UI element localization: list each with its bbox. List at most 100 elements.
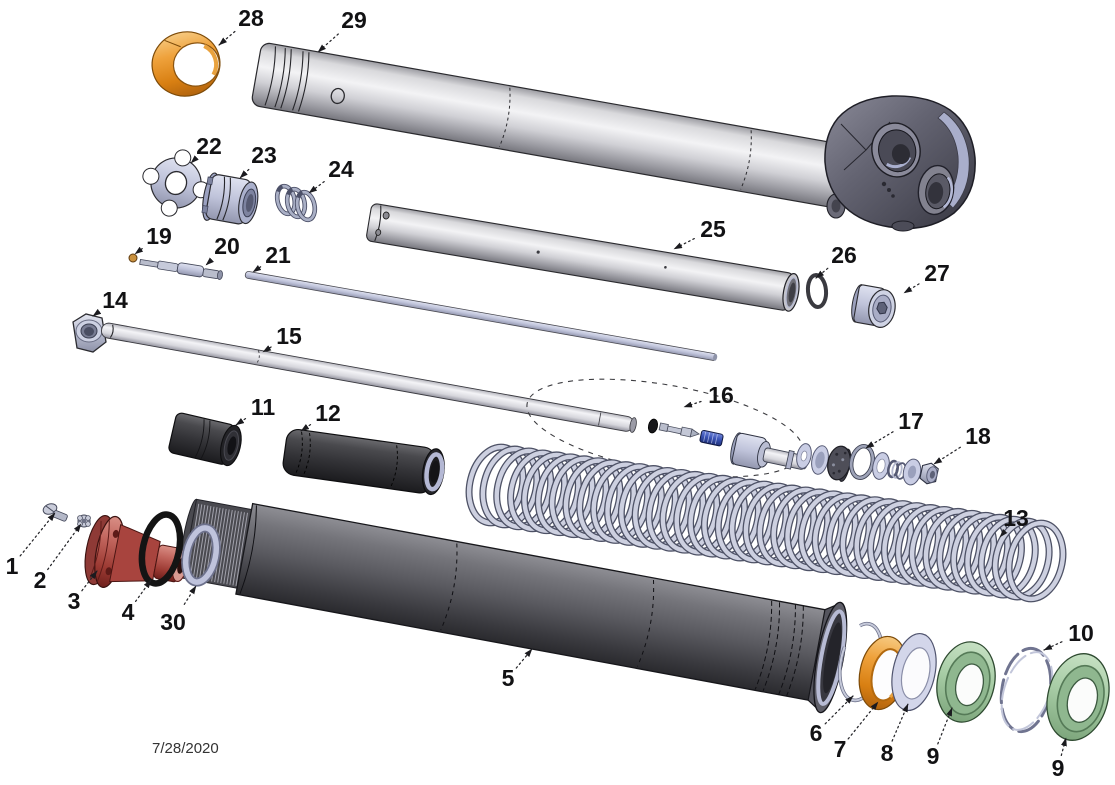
part-13-spring — [465, 443, 1067, 603]
leader-line — [134, 246, 144, 255]
part-number-label: 19 — [146, 223, 172, 249]
leader-line — [308, 180, 325, 194]
leader-line — [1060, 737, 1067, 757]
part-number-label: 21 — [265, 242, 291, 268]
part-29-axle-casting — [824, 95, 976, 232]
part-number-label: 13 — [1003, 505, 1029, 531]
callout-11: 11 — [235, 394, 276, 426]
leader-line — [999, 528, 1008, 538]
part-11-bumper — [168, 412, 242, 467]
callout-5: 5 — [502, 648, 533, 691]
callout-2: 2 — [34, 523, 82, 593]
callout-6: 6 — [810, 695, 854, 746]
rebound-piston-body — [730, 432, 809, 470]
part-9-dust-seal — [1046, 653, 1110, 741]
part-14-jam-nut — [72, 313, 107, 353]
callout-9: 9 — [1052, 737, 1067, 781]
part-number-label: 15 — [276, 323, 302, 349]
callout-3: 3 — [68, 570, 98, 614]
callout-22: 22 — [190, 133, 222, 164]
leader-line — [300, 423, 312, 432]
part-number-label: 5 — [502, 665, 515, 691]
part-17-piston-stack — [796, 443, 922, 486]
callout-7: 7 — [834, 701, 879, 762]
part-number-label: 2 — [34, 567, 47, 593]
callout-27: 27 — [903, 260, 950, 294]
part-number-label: 12 — [315, 400, 341, 426]
part-number-label: 20 — [214, 233, 240, 259]
callout-25: 25 — [673, 216, 726, 250]
part-19-pin — [128, 253, 138, 263]
leader-line — [673, 237, 695, 250]
part-4-oring — [138, 511, 184, 587]
callout-23: 23 — [239, 142, 277, 179]
part-18-shaft-nut — [919, 462, 939, 485]
part-9-oil-seal — [936, 641, 996, 723]
leader-line — [19, 512, 56, 557]
part-8-backup-washer — [891, 633, 937, 711]
axle-bore — [917, 164, 955, 216]
leader-line — [903, 283, 920, 294]
date-label: 7/28/2020 — [152, 740, 219, 757]
part-number-label: 27 — [924, 260, 950, 286]
leader-line — [205, 257, 214, 266]
callout-24: 24 — [308, 156, 354, 194]
part-number-label: 26 — [831, 242, 857, 268]
part-29-upper-tube — [251, 42, 858, 210]
part-number-label: 9 — [927, 743, 940, 769]
leader-line — [865, 431, 894, 449]
callout-21: 21 — [252, 242, 291, 273]
part-23-top-cap — [201, 172, 259, 225]
part-number-label: 10 — [1068, 620, 1094, 646]
leader-line — [1043, 641, 1063, 651]
callout-14: 14 — [92, 287, 128, 317]
callout-16: 16 — [683, 382, 734, 408]
part-number-label: 6 — [810, 720, 823, 746]
callout-20: 20 — [205, 233, 240, 266]
part-24-wave-washers — [274, 183, 318, 223]
callout-29: 29 — [317, 7, 367, 53]
leader-line — [683, 400, 702, 408]
callout-1: 1 — [6, 512, 56, 579]
part-number-label: 22 — [196, 133, 222, 159]
leader-line — [262, 345, 272, 353]
callout-10: 10 — [1043, 620, 1094, 651]
leader-line — [218, 30, 236, 46]
leader-line — [235, 417, 247, 426]
leader-line — [190, 155, 199, 164]
part-27-base-cap — [851, 284, 896, 328]
part-number-label: 11 — [251, 394, 276, 420]
part-1-screw — [42, 503, 68, 522]
leader-line — [891, 703, 909, 742]
leader-line — [933, 446, 961, 465]
part-number-label: 18 — [965, 423, 991, 449]
callout-18: 18 — [933, 423, 991, 465]
part-number-label: 23 — [251, 142, 277, 168]
leader-line — [47, 523, 82, 571]
part-20-push-rod — [139, 258, 223, 280]
leader-line — [81, 570, 98, 592]
callout-8: 8 — [881, 703, 909, 766]
leader-line — [824, 695, 854, 725]
small-oring — [647, 418, 659, 434]
part-22-stop-plate — [142, 149, 210, 217]
leader-line — [92, 308, 102, 317]
leader-line — [515, 648, 533, 669]
leader-line — [252, 265, 262, 273]
callout-28: 28 — [218, 5, 264, 46]
steerer-bore — [871, 122, 921, 178]
callout-13: 13 — [999, 505, 1029, 538]
part-28-bushing — [151, 31, 221, 97]
damper-piston — [827, 445, 852, 482]
part-12-sleeve — [282, 428, 445, 496]
part-number-label: 16 — [708, 382, 734, 408]
tube-pin-hole — [330, 87, 345, 105]
part-number-label: 28 — [238, 5, 264, 31]
compression-adjuster-screw — [699, 429, 724, 447]
part-number-label: 3 — [68, 588, 81, 614]
leader-line — [847, 701, 879, 740]
part-number-label: 1 — [6, 553, 19, 579]
part-26-oring — [805, 273, 829, 309]
